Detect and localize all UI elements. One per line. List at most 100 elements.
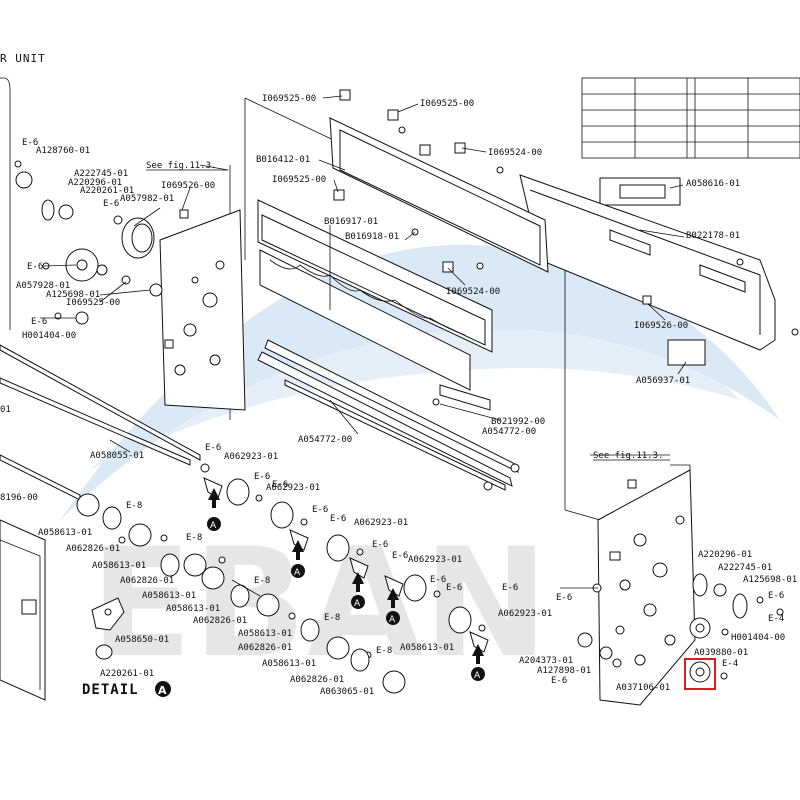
svg-text:A: A <box>474 671 481 681</box>
marker-a-2: A <box>291 540 305 578</box>
part-label: A056937-01 <box>636 376 690 386</box>
part-label: A058613-01 <box>166 604 220 614</box>
part-label: A054772-00 <box>298 435 352 445</box>
part-label: 01 <box>0 405 11 415</box>
part-label: A058650-01 <box>115 635 169 645</box>
detail-marker: A <box>158 684 167 697</box>
part-label: I069525-00 <box>262 94 316 104</box>
part-label: A222745-01 <box>718 563 772 573</box>
part-label: A220296-01 <box>68 178 122 188</box>
unit-title: R UNIT <box>0 52 46 65</box>
part-label: A062923-01 <box>224 452 278 462</box>
part-label: A220261-01 <box>100 669 154 679</box>
part-label: A039880-01 <box>694 648 748 658</box>
part-label: E-6 <box>205 443 221 453</box>
part-label: I069525-00 <box>272 175 326 185</box>
part-label: A220261-01 <box>80 186 134 196</box>
left-gears <box>14 160 163 325</box>
part-label: E-8 <box>324 613 340 623</box>
see-fig-reference-2: See fig.11.3. <box>593 451 663 461</box>
rollers <box>0 339 520 501</box>
part-label: A058613-01 <box>238 629 292 639</box>
marker-a-5: A <box>471 644 485 681</box>
part-label: A058616-01 <box>686 179 740 189</box>
part-label: A058613-01 <box>38 528 92 538</box>
svg-text:A: A <box>389 615 396 625</box>
part-label: E-6 <box>254 472 270 482</box>
part-label: A058613-01 <box>92 561 146 571</box>
watermark: EBAN <box>60 244 780 691</box>
left-bottom-frame <box>0 519 46 701</box>
part-label: A054772-00 <box>482 427 536 437</box>
part-label: A058613-01 <box>142 591 196 601</box>
part-label: A063065-01 <box>320 687 374 697</box>
left-frame <box>0 77 11 330</box>
part-label: B021992-00 <box>491 417 545 427</box>
part-label: E-6 <box>22 138 38 148</box>
part-label: E-6 <box>312 505 328 515</box>
part-label: A058055-01 <box>90 451 144 461</box>
part-label: E-6 <box>27 262 43 272</box>
marker-a-3: A <box>351 572 365 609</box>
part-label: 8196-00 <box>0 493 38 503</box>
part-label: E-6 <box>446 583 462 593</box>
part-label: H001404-00 <box>731 633 785 643</box>
part-label: A058613-01 <box>262 659 316 669</box>
part-label: A057928-01 <box>16 281 70 291</box>
part-label: E-6 <box>372 540 388 550</box>
part-label: A062826-01 <box>238 643 292 653</box>
part-label: I069525-00 <box>420 99 474 109</box>
part-label: E-8 <box>126 501 142 511</box>
part-label: E-6 <box>31 317 47 327</box>
reference-table <box>581 77 800 159</box>
svg-text:A: A <box>354 599 361 609</box>
part-label: A058613-01 <box>400 643 454 653</box>
part-label: E-6 <box>502 583 518 593</box>
part-label: A062826-01 <box>193 616 247 626</box>
detail-a-bracket <box>91 597 125 660</box>
part-label: B016412-01 <box>256 155 310 165</box>
detail-a-caption: DETAIL A <box>82 681 171 698</box>
part-label: A057982-01 <box>120 194 174 204</box>
detail-a-gears <box>76 493 406 694</box>
see-fig-reference-1: See fig.11.3. <box>146 161 216 171</box>
part-label: E-6 <box>556 593 572 603</box>
center-plate-assembly <box>257 89 549 411</box>
part-label: A204373-01 <box>519 656 573 666</box>
part-label: I069526-00 <box>161 181 215 191</box>
right-side-plate <box>597 469 696 706</box>
part-label: A128760-01 <box>36 146 90 156</box>
right-gears <box>577 573 784 683</box>
part-label: A062923-01 <box>408 555 462 565</box>
part-label: H001404-00 <box>22 331 76 341</box>
part-label: A222745-01 <box>74 169 128 179</box>
part-label: E-6 <box>768 591 784 601</box>
part-label: A220296-01 <box>698 550 752 560</box>
part-label: I069525-00 <box>66 298 120 308</box>
part-label: A037106-01 <box>616 683 670 693</box>
part-label: E-6 <box>551 676 567 686</box>
left-side-plate <box>159 209 246 411</box>
part-label: B022178-01 <box>686 231 740 241</box>
part-label: E-6 <box>430 575 446 585</box>
part-label: A062923-01 <box>498 609 552 619</box>
part-label: E-8 <box>186 533 202 543</box>
part-label: E-4 <box>722 659 738 669</box>
watermark-text: EBAN <box>90 517 548 691</box>
part-label: E-6 <box>103 199 119 209</box>
marker-a-4: A <box>386 588 400 625</box>
part-label: I069524-00 <box>446 287 500 297</box>
svg-text:A: A <box>210 521 217 531</box>
upper-bracket <box>519 174 799 366</box>
part-label: B016918-01 <box>345 232 399 242</box>
part-label: E-8 <box>376 646 392 656</box>
part-label: A062923-01 <box>354 518 408 528</box>
part-label: I069526-00 <box>634 321 688 331</box>
part-labels: I069525-00 I069525-00 I069524-00 B016412… <box>0 94 797 697</box>
part-label: A125698-01 <box>743 575 797 585</box>
part-label: B016917-01 <box>324 217 378 227</box>
detail-a-markers: A A A A A <box>207 488 485 681</box>
part-label: E-4 <box>768 614 784 624</box>
